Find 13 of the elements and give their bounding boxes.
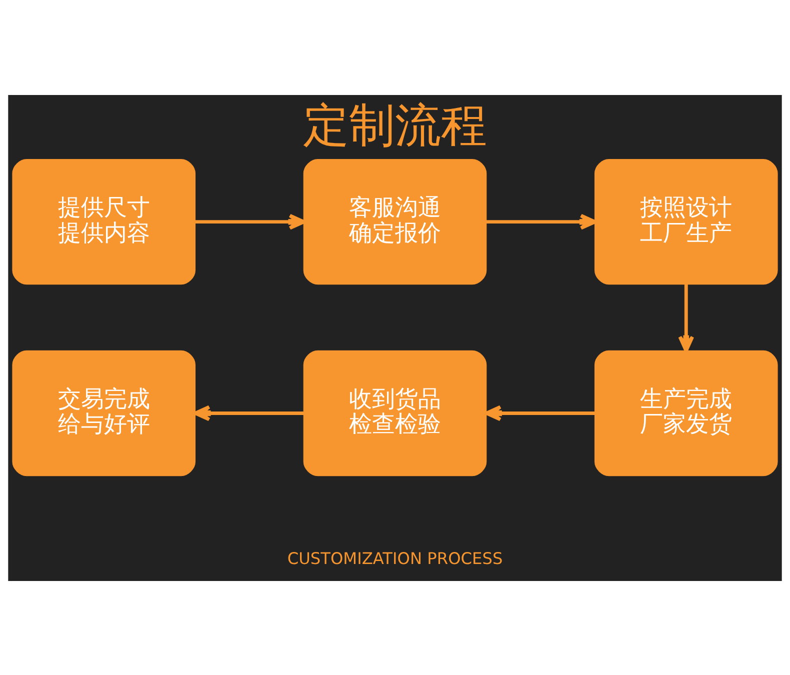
arrow — [195, 213, 306, 230]
node-box: 提供尺寸 提供内容 — [12, 158, 196, 284]
arrow — [193, 404, 304, 421]
arrow — [484, 404, 595, 421]
arrow — [486, 213, 597, 230]
arrow — [678, 284, 694, 352]
diagram-title: 定制流程 — [303, 98, 487, 152]
node-box: 交易完成 给与好评 — [12, 350, 196, 476]
node-box: 生产完成 厂家发货 — [594, 350, 778, 476]
node-box: 按照设计 工厂生产 — [594, 158, 778, 284]
node-box: 收到货品 检查检验 — [303, 350, 487, 476]
node-box: 客服沟通 确定报价 — [303, 158, 487, 284]
label: CUSTOMIZATION PROCESS — [287, 548, 503, 568]
